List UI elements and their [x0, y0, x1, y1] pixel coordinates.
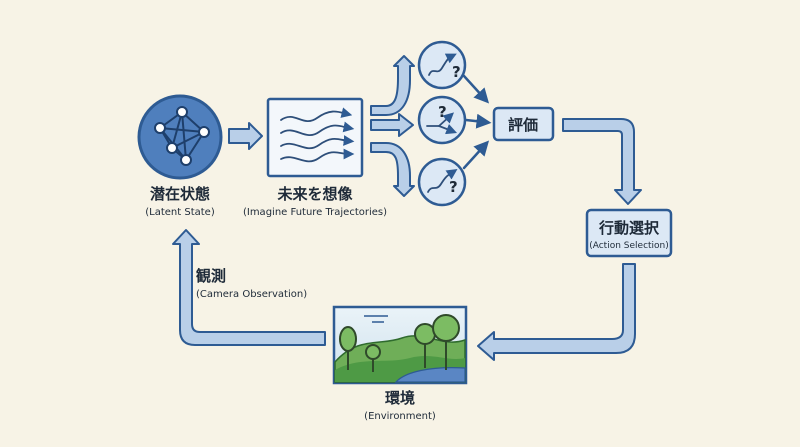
evaluate-node: 評価	[492, 106, 555, 142]
action-selection-subtitle: (Action Selection)	[589, 241, 669, 251]
evaluate-box	[492, 106, 555, 142]
arrow-latent-to-imagine	[228, 122, 263, 150]
arrow-branch-top-to-evaluate	[462, 74, 490, 104]
trajectories-icon	[280, 107, 355, 163]
observation-title: 観測	[196, 267, 226, 285]
observation-subtitle: (Camera Observation)	[196, 289, 307, 300]
branch-top-question-mark: ?	[452, 63, 461, 81]
latent-state-circle	[137, 94, 223, 180]
arrow-branch-middle-to-evaluate	[464, 113, 492, 129]
action-selection-node: 行動選択 (Action Selection)	[585, 208, 673, 258]
branch-middle-question-mark: ?	[438, 103, 447, 121]
branch-top-circle	[417, 40, 467, 90]
branch-top-path-icon	[428, 53, 457, 76]
future-branch-middle: ?	[417, 95, 467, 145]
arrow-imagine-to-branch-top	[370, 55, 415, 116]
arrow-action-to-environment	[477, 263, 636, 361]
environment-title: 環境	[385, 389, 415, 407]
action-selection-title: 行動選択	[598, 219, 660, 237]
arrow-imagine-to-branch-middle	[370, 113, 414, 137]
imagine-subtitle: (Imagine Future Trajectories)	[243, 207, 387, 218]
latent-state-node: 潜在状態 (Latent State)	[137, 94, 223, 218]
landscape-icon	[332, 305, 468, 385]
branch-bottom-path-icon	[427, 169, 458, 193]
arrow-imagine-to-branch-bottom	[370, 142, 415, 197]
branch-middle-split-icon-2	[438, 124, 458, 135]
environment-subtitle: (Environment)	[364, 411, 436, 422]
imagine-title: 未来を想像	[276, 185, 353, 203]
evaluate-title: 評価	[508, 116, 538, 134]
environment-node: 環境 (Environment)	[332, 305, 468, 422]
future-branch-top: ?	[417, 40, 467, 90]
observation-label: 観測 (Camera Observation)	[196, 267, 307, 300]
branch-bottom-question-mark: ?	[449, 178, 458, 196]
arrow-branch-bottom-to-evaluate	[462, 140, 490, 170]
latent-state-subtitle: (Latent State)	[145, 207, 215, 218]
imagine-node: 未来を想像 (Imagine Future Trajectories)	[243, 97, 387, 218]
future-branch-bottom: ?	[417, 157, 467, 207]
latent-state-title: 潜在状態	[150, 185, 210, 203]
imagine-box	[266, 97, 364, 178]
action-selection-box	[585, 208, 673, 258]
neural-network-icon	[154, 106, 210, 166]
arrow-environment-to-latent	[172, 229, 326, 346]
arrow-evaluate-to-action	[562, 118, 642, 205]
